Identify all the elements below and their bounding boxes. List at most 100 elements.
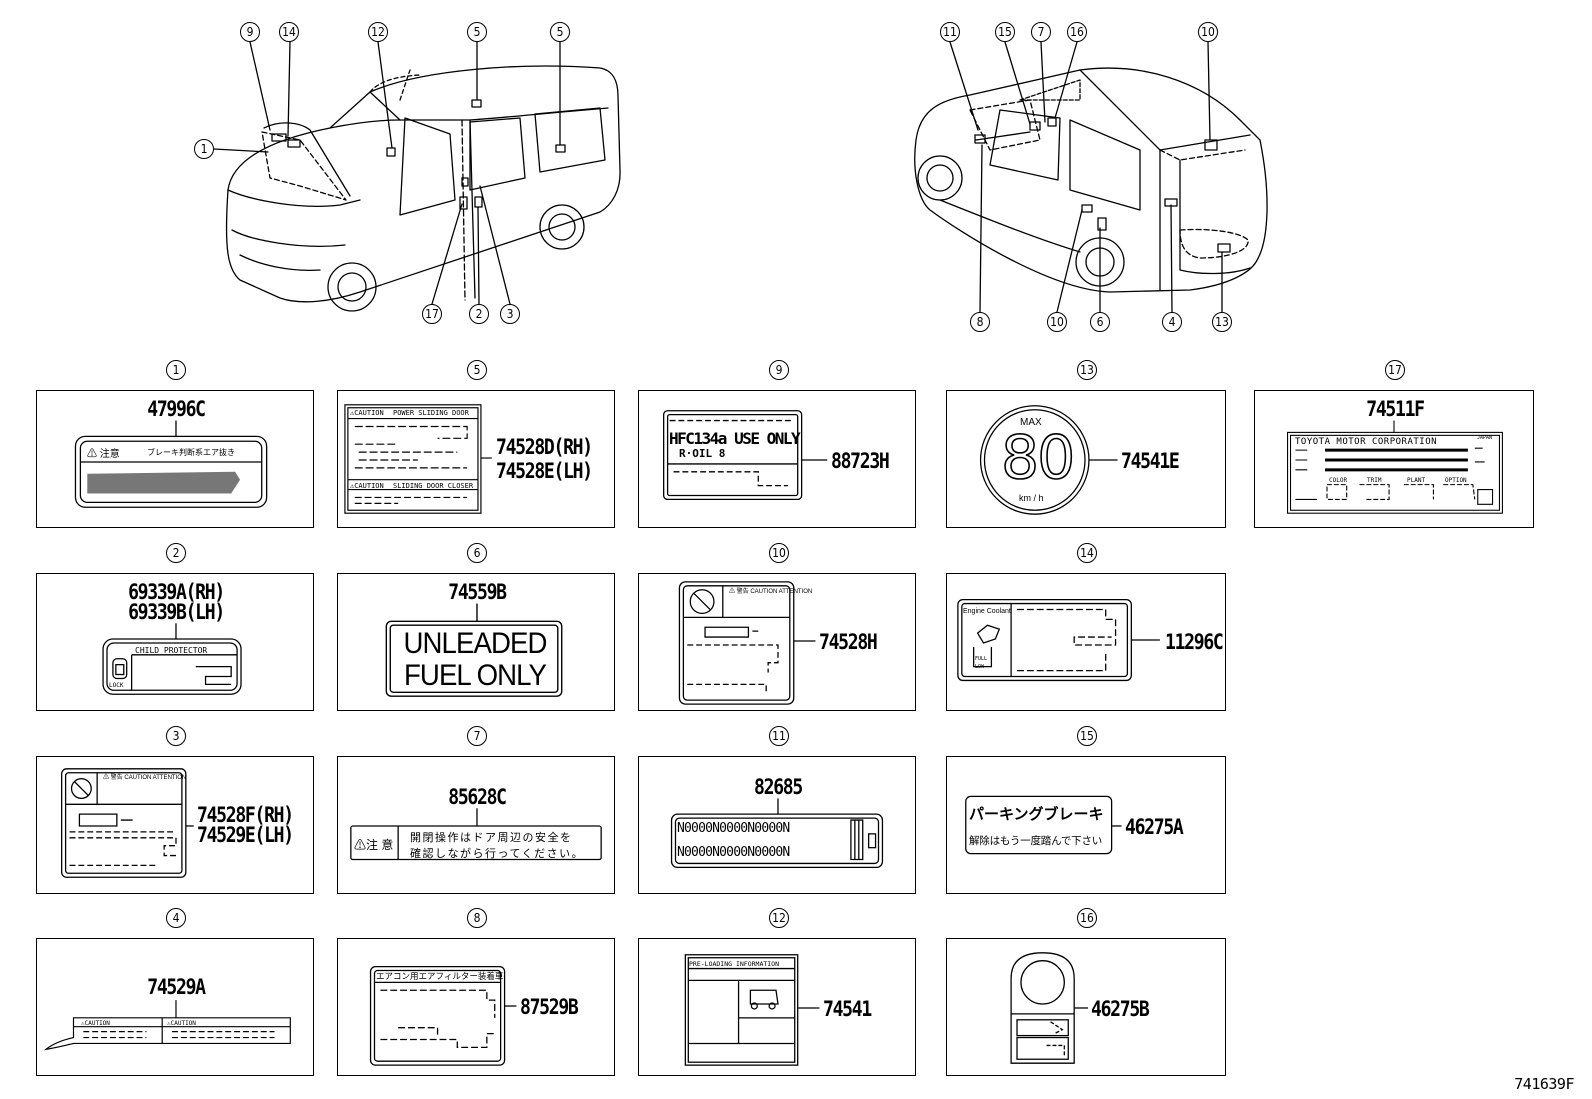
parking-brake-note: 解除はもう一度踏んで下さい (969, 835, 1103, 847)
panel-callout-7: 7 (467, 726, 487, 746)
label-panel-10: ⚠ 警告 CAUTION ATTENTION 74528H (638, 573, 916, 711)
panel-callout-6: 6 (467, 543, 487, 563)
code-row-1: N0000N0000N0000N (677, 821, 790, 836)
panel-callout-14: 14 (1077, 543, 1097, 563)
label-panel-5: ⚠CAUTION POWER SLIDING DOOR ⚠CAUTION SLI… (337, 390, 615, 528)
part-number-82685: 82685 (754, 775, 803, 799)
panel-callout-9: 9 (769, 360, 789, 380)
front-view-van (213, 41, 621, 312)
part-number-74511F: 74511F (1366, 397, 1425, 421)
speed-unit: km / h (1019, 493, 1044, 503)
part-number-74529E: 74529E(LH) (197, 823, 294, 847)
callout-front-17: 17 (422, 304, 442, 324)
panel-callout-12: 12 (769, 908, 789, 928)
callout-rear-4: 4 (1162, 312, 1182, 332)
label-text: ブレーキ判断系エア抜き (147, 448, 235, 457)
label-panel-12: PRE-LOADING INFORMATION 74541 (638, 938, 916, 1076)
part-number-11296C: 11296C (1165, 630, 1224, 654)
full-mark: FULL (975, 656, 988, 662)
label-panel-2: 69339A(RH) 69339B(LH) CHILD PROTECTOR LO… (36, 573, 314, 711)
vehicle-overview (213, 41, 1268, 313)
panel-callout-8: 8 (467, 908, 487, 928)
panel-callout-3: 3 (166, 726, 186, 746)
part-number-69339A: 69339A(RH) (128, 580, 225, 604)
maker-name: TOYOTA MOTOR CORPORATION (1295, 437, 1438, 447)
low-mark: LOW (975, 664, 985, 670)
callout-front-5b: 5 (550, 22, 570, 42)
callout-front-14: 14 (279, 22, 299, 42)
refrigerant-text: HFC134a USE ONLY (669, 429, 801, 448)
label-panel-17: 74511F TOYOTA MOTOR CORPORATION JAPAN CO… (1254, 390, 1534, 528)
callout-front-9: 9 (240, 22, 260, 42)
fuel-warning-line2: FUEL ONLY (403, 659, 547, 692)
part-number-74529A: 74529A (147, 975, 206, 999)
fuel-warning-line1: UNLEADED (403, 627, 548, 660)
callout-rear-11: 11 (940, 22, 960, 42)
part-number-74541E: 74541E (1121, 449, 1180, 473)
origin-text: JAPAN (1477, 435, 1493, 441)
callout-front-3: 3 (500, 304, 520, 324)
panel-callout-4: 4 (166, 908, 186, 928)
caution-tag-1: ⚠CAUTION (350, 409, 384, 417)
callout-rear-10a: 10 (1198, 22, 1218, 42)
callout-rear-13: 13 (1212, 312, 1232, 332)
label-panel-7: 85628C ⚠注 意 開閉操作はドア周辺の安全を 確認しながら行ってください。 (337, 756, 615, 894)
speed-limit-value: 80 (1000, 422, 1076, 494)
label-panel-11: 82685 N0000N0000N0000N N0000N0000N0000N (638, 756, 916, 894)
panel-callout-16: 16 (1077, 908, 1097, 928)
caution-tag-2: ⚠CAUTION (167, 1020, 196, 1027)
part-number-87529B: 87529B (520, 995, 579, 1019)
part-number-85628C: 85628C (448, 785, 507, 809)
callout-front-5a: 5 (467, 22, 487, 42)
callout-rear-15: 15 (995, 22, 1015, 42)
panel-callout-15: 15 (1077, 726, 1097, 746)
part-number-74528F: 74528F(RH) (197, 803, 294, 827)
callout-rear-8: 8 (970, 312, 990, 332)
caution-title-2: SLIDING DOOR CLOSER (393, 482, 474, 490)
callout-front-2: 2 (469, 304, 489, 324)
panel-callout-11: 11 (769, 726, 789, 746)
panel-callout-17: 17 (1385, 360, 1405, 380)
panel-callout-5: 5 (467, 360, 487, 380)
callout-front-12: 12 (368, 22, 388, 42)
panel-callout-2: 2 (166, 543, 186, 563)
panel-callout-10: 10 (769, 543, 789, 563)
caution-line2: 確認しながら行ってください。 (410, 847, 585, 860)
callout-rear-16: 16 (1067, 22, 1087, 42)
child-protector-title: CHILD PROTECTOR (135, 646, 208, 655)
label-panel-13: MAX 80 km / h 74541E (946, 390, 1226, 528)
label-panel-1: 47996C ⚠ 注意 ブレーキ判断系エア抜き (36, 390, 314, 528)
part-number-74528E: 74528E(LH) (496, 459, 593, 483)
label-panel-8: エアコン用エアフィルター装着車 87529B (337, 938, 615, 1076)
part-number-69339B: 69339B(LH) (128, 600, 225, 624)
warning-header: ⚠ 警告 CAUTION ATTENTION (103, 775, 187, 781)
oil-text: R·OIL 8 (679, 447, 726, 460)
warning-header: ⚠ 警告 CAUTION ATTENTION (729, 589, 813, 595)
label-panel-4: 74529A ⚠CAUTION ⚠CAUTION (36, 938, 314, 1076)
lock-text: LOCK (109, 682, 124, 689)
engine-coolant-title: Engine Coolant (963, 608, 1011, 615)
caution-line1: 開閉操作はドア周辺の安全を (410, 831, 573, 844)
label-panel-6: 74559B UNLEADED FUEL ONLY (337, 573, 615, 711)
field-plant: PLANT (1407, 477, 1426, 484)
diagram-code: 741639F (1514, 1075, 1574, 1093)
callout-front-1: 1 (194, 139, 214, 159)
parking-brake-title: パーキングブレーキ (969, 805, 1104, 823)
part-number-46275B: 46275B (1091, 997, 1150, 1021)
code-row-2: N0000N0000N0000N (677, 845, 790, 860)
max-text: MAX (1020, 417, 1042, 428)
label-panel-15: パーキングブレーキ 解除はもう一度踏んで下さい 46275A (946, 756, 1226, 894)
part-number-47996C: 47996C (147, 397, 206, 421)
callout-rear-10b: 10 (1047, 312, 1067, 332)
callout-rear-6: 6 (1090, 312, 1110, 332)
callout-rear-7: 7 (1031, 22, 1051, 42)
part-number-74528D: 74528D(RH) (496, 435, 593, 459)
panel-callout-13: 13 (1077, 360, 1097, 380)
label-panel-3: ⚠ 警告 CAUTION ATTENTION 74528F(RH) 74529E… (36, 756, 314, 894)
field-trim: TRIM (1367, 477, 1382, 484)
field-option: OPTION (1445, 477, 1467, 484)
caution-tag-1: ⚠CAUTION (81, 1020, 110, 1027)
info-title: PRE-LOADING INFORMATION (689, 960, 780, 968)
caution-heading: ⚠注 意 (354, 838, 394, 852)
filter-title: エアコン用エアフィルター装着車 (376, 972, 504, 982)
